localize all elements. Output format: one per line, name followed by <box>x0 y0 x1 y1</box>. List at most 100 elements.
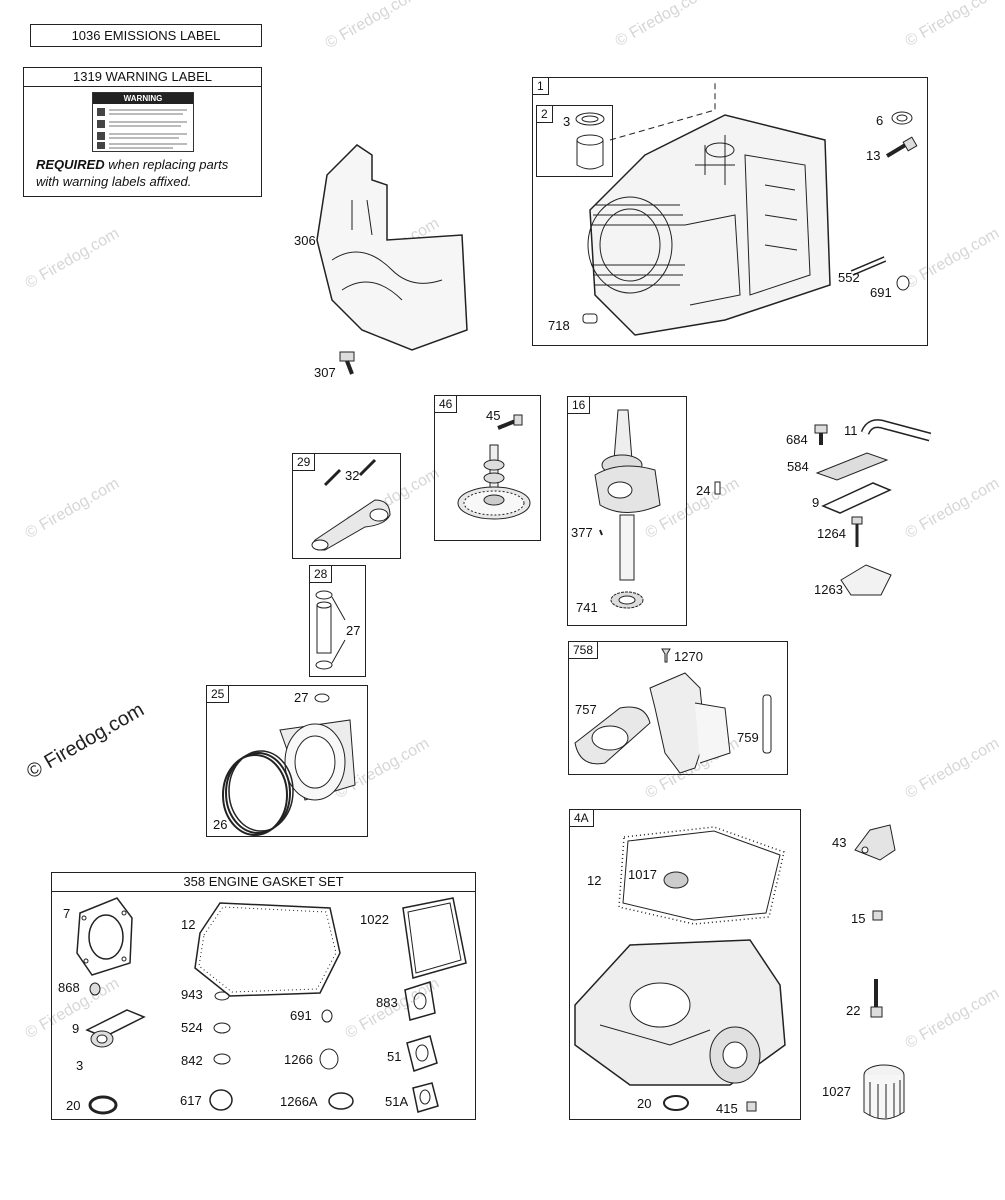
washer-691-part <box>318 1007 338 1025</box>
key-24-part <box>712 480 724 498</box>
group-box-758 <box>568 641 788 775</box>
group-tag-758: 758 <box>568 641 599 659</box>
callout-1022: 1022 <box>360 912 389 927</box>
callout-868: 868 <box>58 980 80 995</box>
watermark: © Firedog.com <box>22 474 123 543</box>
pin-718-part <box>580 310 602 330</box>
bolt-13-part <box>885 138 920 163</box>
group-tag-28: 28 <box>309 565 333 583</box>
sleeve-bearing-part <box>565 105 620 175</box>
warning-label-title: 1319 WARNING LABEL <box>24 68 261 87</box>
callout-6: 6 <box>876 113 884 128</box>
callout-26: 26 <box>213 817 228 832</box>
callout-1264: 1264 <box>817 526 846 541</box>
bolt-22-part <box>868 975 888 1023</box>
oring-617-part <box>205 1087 240 1113</box>
connecting-rod-part <box>305 455 400 555</box>
callout-1266a: 1266A <box>280 1094 318 1109</box>
emissions-label-box: 1036 EMISSIONS LABEL <box>30 24 262 47</box>
governor-assembly-part <box>570 668 780 773</box>
oring-524-part <box>208 1019 238 1037</box>
crankshaft-part <box>580 405 680 620</box>
callout-741: 741 <box>576 600 598 615</box>
group-box-piston-pin <box>309 565 366 677</box>
emissions-label-text: 1036 EMISSIONS LABEL <box>71 28 221 43</box>
engine-shroud-part <box>312 140 472 360</box>
warning-sticker-lines <box>97 108 187 149</box>
warning-required-line1: REQUIRED when replacing parts <box>36 157 228 172</box>
watermark: © Firedog.com <box>612 0 713 51</box>
watermark: © Firedog.com <box>902 734 1003 803</box>
camshaft-part <box>438 410 538 535</box>
oil-filter-part <box>852 1060 912 1130</box>
oil-seal-3-part <box>88 1028 118 1050</box>
callout-27: 27 <box>346 623 361 638</box>
group-box-piston <box>206 685 368 837</box>
callout-51: 51 <box>387 1049 402 1064</box>
callout-24: 24 <box>696 483 711 498</box>
callout-45: 45 <box>486 408 501 423</box>
watermark: © Firedog.com <box>902 0 1003 51</box>
warning-sticker: WARNING <box>92 92 194 152</box>
callout-759: 759 <box>737 730 759 745</box>
breather-cover-part <box>812 448 892 483</box>
warning-required-bold: REQUIRED <box>36 157 105 172</box>
callout-377: 377 <box>571 525 593 540</box>
group-box-crankshaft <box>567 396 687 626</box>
callout-1027: 1027 <box>822 1084 851 1099</box>
group-box-connecting-rod <box>292 453 401 559</box>
callout-552: 552 <box>838 270 860 285</box>
callout-22: 22 <box>846 1003 861 1018</box>
plug-15-part <box>870 908 886 924</box>
warning-required-line2: with warning labels affixed. <box>36 174 192 189</box>
callout-617: 617 <box>180 1093 202 1108</box>
callout-584: 584 <box>787 459 809 474</box>
pin-1270-part <box>660 646 672 664</box>
callout-757: 757 <box>575 702 597 717</box>
gasket-set-box: 358 ENGINE GASKET SET <box>51 872 476 1120</box>
gasket-1266a-part <box>326 1090 361 1112</box>
group-tag-29: 29 <box>292 453 316 471</box>
seal-868-part <box>88 982 103 997</box>
piston-part <box>210 690 365 835</box>
watermark: © Firedog.com <box>902 474 1003 543</box>
callout-883: 883 <box>376 995 398 1010</box>
warning-required-rest: when replacing parts <box>104 157 229 172</box>
group-tag-4a: 4A <box>569 809 594 827</box>
callout-1263: 1263 <box>814 582 843 597</box>
screw-684-part <box>812 423 834 448</box>
gasket-51-part <box>402 1033 442 1073</box>
gasket-883-part <box>400 978 440 1023</box>
callout-11: 11 <box>844 423 858 438</box>
watermark: © Firedog.com <box>322 0 423 53</box>
callout-20: 20 <box>637 1096 652 1111</box>
callout-9: 9 <box>812 495 820 510</box>
callout-15: 15 <box>851 911 866 926</box>
oil-seal-20-part <box>86 1094 122 1116</box>
crankcase-gasket-part <box>190 893 345 1003</box>
callout-1266: 1266 <box>284 1052 313 1067</box>
callout-718: 718 <box>548 318 570 333</box>
group-box-2 <box>536 105 613 177</box>
callout-51a: 51A <box>385 1094 409 1109</box>
callout-43: 43 <box>832 835 847 850</box>
callout-1017: 1017 <box>628 867 657 882</box>
group-tag-2: 2 <box>536 105 553 123</box>
callout-691: 691 <box>870 285 892 300</box>
seal-ring-part <box>890 108 920 128</box>
callout-12b: 12 <box>181 917 196 932</box>
cylinder-block-part <box>575 95 835 345</box>
callout-842: 842 <box>181 1053 203 1068</box>
bolt-1264-part <box>850 515 866 550</box>
dowel-552-part <box>850 255 895 280</box>
callout-20b: 20 <box>66 1098 81 1113</box>
gasket-1266-part <box>316 1046 346 1072</box>
callout-3b: 3 <box>76 1058 84 1073</box>
gasket-51a-part <box>408 1080 443 1115</box>
sump-gasket-part <box>604 822 794 932</box>
group-tag-46: 46 <box>434 395 458 413</box>
oring-842-part <box>208 1050 238 1068</box>
callout-27b: 27 <box>294 690 309 705</box>
oring-943-part <box>208 988 238 1004</box>
callout-306: 306 <box>294 233 316 248</box>
